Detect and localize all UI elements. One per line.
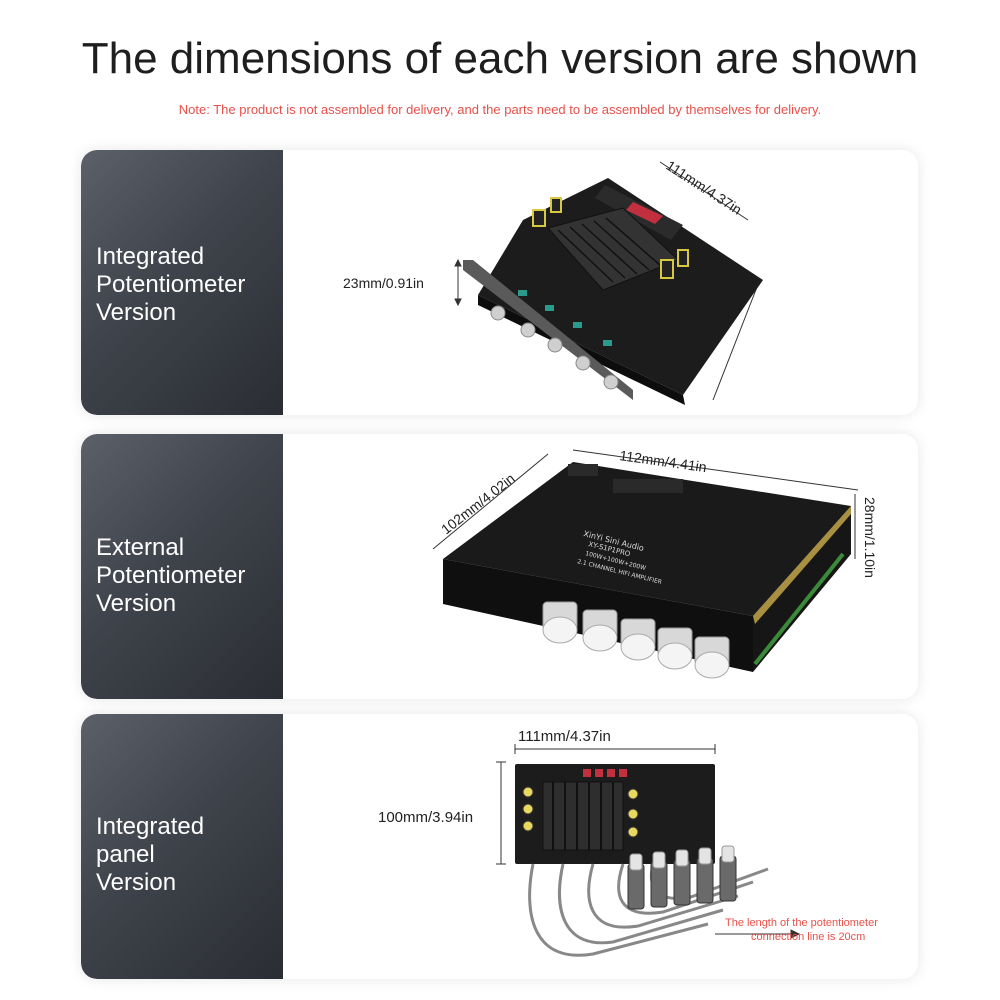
delivery-note: Note: The product is not assembled for d…: [178, 102, 822, 117]
version-label-line: Version: [96, 299, 177, 326]
product-image-area: 112mm/4.41in 102mm/4.02in 28mm/1.10in Xi…: [283, 434, 918, 699]
version-card-external-potentiometer: External Potentiometer Version 112mm/4.4…: [81, 434, 918, 699]
version-label-panel: External Potentiometer Version: [81, 434, 283, 699]
depth-dimension: 100mm/3.94in: [378, 809, 473, 826]
width-dimension: 111mm/4.37in: [518, 728, 611, 745]
version-label-line: Version: [96, 590, 177, 617]
version-label-line: panel: [96, 841, 155, 868]
version-card-integrated-panel: Integrated panel Version 111mm/4.37in 10…: [81, 714, 918, 979]
version-label-panel: Integrated Potentiometer Version: [81, 150, 283, 415]
version-label-line: Version: [96, 869, 177, 896]
height-dimension: 28mm/1.10in: [862, 497, 878, 578]
version-label-line: Potentiometer: [96, 271, 246, 298]
width-dimension: 112mm/4.41in: [619, 447, 708, 475]
cable-length-note: The length of the potentiometer: [725, 917, 878, 929]
product-image-area: 23mm/0.91in 111mm/4.37in 100mm/3.94in: [283, 150, 918, 415]
version-label-line: External: [96, 534, 185, 561]
version-label-line: Integrated: [96, 813, 205, 840]
width-dimension: 111mm/4.37in: [663, 157, 744, 218]
page-title: The dimensions of each version are shown: [81, 34, 919, 83]
product-image-area: 111mm/4.37in 100mm/3.94in: [283, 714, 918, 979]
cable-length-note: connection line is 20cm: [751, 931, 865, 943]
version-card-integrated-potentiometer: Integrated Potentiometer Version 23mm/0.…: [81, 150, 918, 415]
amplifier-panel-board-image: 111mm/4.37in 100mm/3.94in: [378, 728, 878, 957]
height-dimension: 23mm/0.91in: [343, 275, 424, 291]
amplifier-board-image: 23mm/0.91in 111mm/4.37in 100mm/3.94in: [343, 157, 763, 405]
version-label-panel: Integrated panel Version: [81, 714, 283, 979]
version-label-line: Integrated: [96, 243, 205, 270]
volume-knobs: [542, 601, 730, 679]
version-label-line: Potentiometer: [96, 562, 246, 589]
amplifier-case-image: 112mm/4.41in 102mm/4.02in 28mm/1.10in Xi…: [432, 447, 878, 679]
